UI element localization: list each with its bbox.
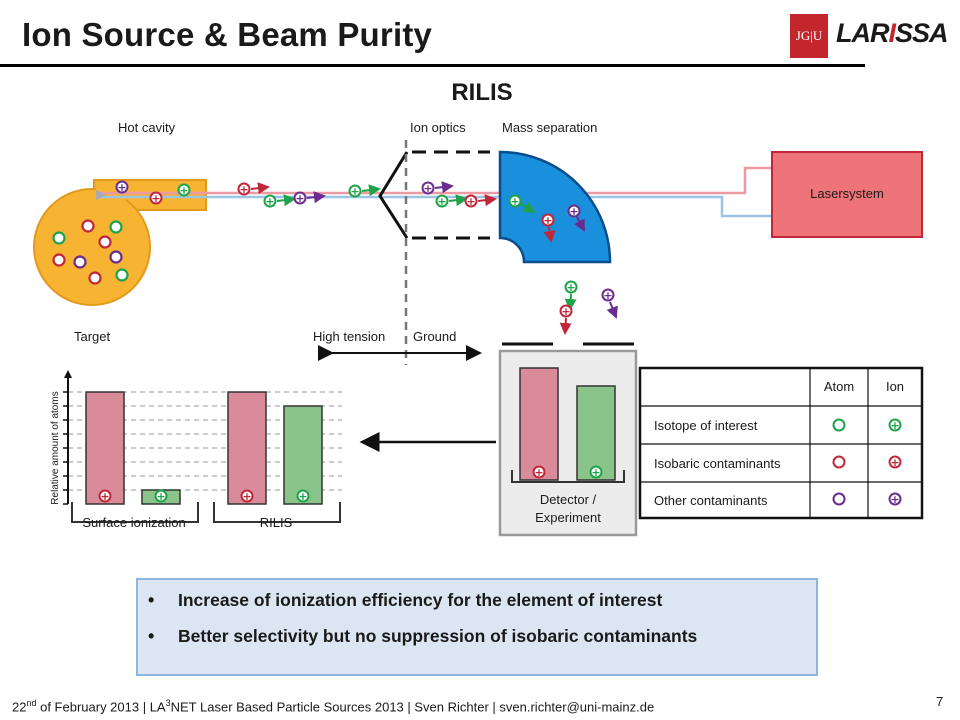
- legend-row-isobaric: Isobaric contaminants: [654, 456, 781, 471]
- svg-text:+: +: [890, 456, 899, 469]
- category-bracket: [71, 502, 199, 523]
- rilis-heading: RILIS: [451, 79, 512, 106]
- bullet-item: Increase of ionization efficiency for th…: [148, 590, 662, 611]
- svg-text:+: +: [466, 195, 475, 208]
- bar: [283, 405, 323, 505]
- svg-text:+: +: [566, 281, 575, 294]
- hot-cavity-label: Hot cavity: [118, 120, 176, 135]
- svg-text:+: +: [151, 192, 160, 205]
- rilis-diagram: RILIS Hot cavity Ion optics Mass separat…: [33, 79, 924, 537]
- y-axis-label: Relative amount of atoms: [50, 391, 61, 504]
- page-number: 7: [936, 694, 944, 709]
- beam-return-arrow: [96, 190, 106, 200]
- bar: [85, 391, 125, 505]
- svg-text:+: +: [569, 205, 578, 218]
- high-tension-label: High tension: [313, 329, 385, 344]
- target-atoms: [52, 219, 129, 285]
- legend-col-atom: Atom: [824, 379, 854, 394]
- svg-text:+: +: [239, 183, 248, 196]
- detector: Detector / Experiment: [498, 342, 638, 537]
- legend-col-ion: Ion: [886, 379, 904, 394]
- mass-separator-magnet: [498, 150, 612, 264]
- laser-beams: [98, 166, 772, 218]
- mass-separation-label: Mass separation: [502, 120, 597, 135]
- bar-ion-plus: +: [100, 490, 109, 503]
- detector-label-1: Detector /: [540, 492, 597, 507]
- bar: [227, 391, 267, 505]
- slide-title: Ion Source & Beam Purity: [22, 16, 433, 53]
- svg-text:+: +: [295, 192, 304, 205]
- legend-row-other: Other contaminants: [654, 493, 768, 508]
- svg-text:+: +: [591, 466, 600, 479]
- category-label-rilis: RILIS: [260, 515, 293, 530]
- ion-optics-label: Ion optics: [410, 120, 466, 135]
- lasersystem-box: [771, 151, 923, 238]
- bar-ion-plus: +: [298, 490, 307, 503]
- target-label: Target: [74, 329, 111, 344]
- lasersystem-label: Lasersystem: [810, 186, 884, 201]
- svg-text:+: +: [510, 195, 519, 208]
- larissa-logo: LARISSA: [836, 18, 949, 48]
- svg-text:+: +: [603, 289, 612, 302]
- legend-table: Atom Ion Isotope of interest Isobaric co…: [638, 366, 924, 520]
- legend-row-interest: Isotope of interest: [654, 418, 758, 433]
- slide-footer: 22nd of February 2013 | LA3NET Laser Bas…: [12, 698, 655, 715]
- bar-ion-marker: [296, 489, 310, 503]
- svg-text:+: +: [561, 305, 570, 318]
- svg-text:+: +: [890, 419, 899, 432]
- category-label-surface: Surface ionization: [82, 515, 185, 530]
- ground-label: Ground: [413, 329, 456, 344]
- bar-ion-marker: [154, 489, 168, 503]
- svg-text:+: +: [890, 493, 899, 506]
- legend-symbols: + + +: [832, 418, 902, 506]
- svg-text:+: +: [117, 181, 126, 194]
- beam-ions: + + + + + + + + + + + + + + + +: [115, 180, 618, 335]
- detector-label-2: Experiment: [535, 510, 601, 525]
- title-underline: [0, 64, 865, 67]
- svg-text:+: +: [437, 195, 446, 208]
- detector-ions: + +: [532, 465, 603, 479]
- y-axis-arrow: [64, 370, 72, 378]
- svg-text:+: +: [423, 182, 432, 195]
- jgu-logo: JG|U: [790, 14, 828, 58]
- relative-amount-chart: + + + +: [63, 370, 342, 523]
- bar-ion-plus: +: [242, 490, 251, 503]
- bullet-item: Better selectivity but no suppression of…: [148, 626, 697, 647]
- svg-text:+: +: [534, 466, 543, 479]
- svg-text:+: +: [350, 185, 359, 198]
- category-bracket: [213, 502, 341, 523]
- bar-ion-marker: [98, 489, 112, 503]
- summary-box: Increase of ionization efficiency for th…: [136, 578, 818, 676]
- svg-text:+: +: [179, 184, 188, 197]
- svg-text:+: +: [543, 214, 552, 227]
- bar-ion-plus: +: [156, 490, 165, 503]
- svg-text:+: +: [265, 195, 274, 208]
- bar-ion-marker: [240, 489, 254, 503]
